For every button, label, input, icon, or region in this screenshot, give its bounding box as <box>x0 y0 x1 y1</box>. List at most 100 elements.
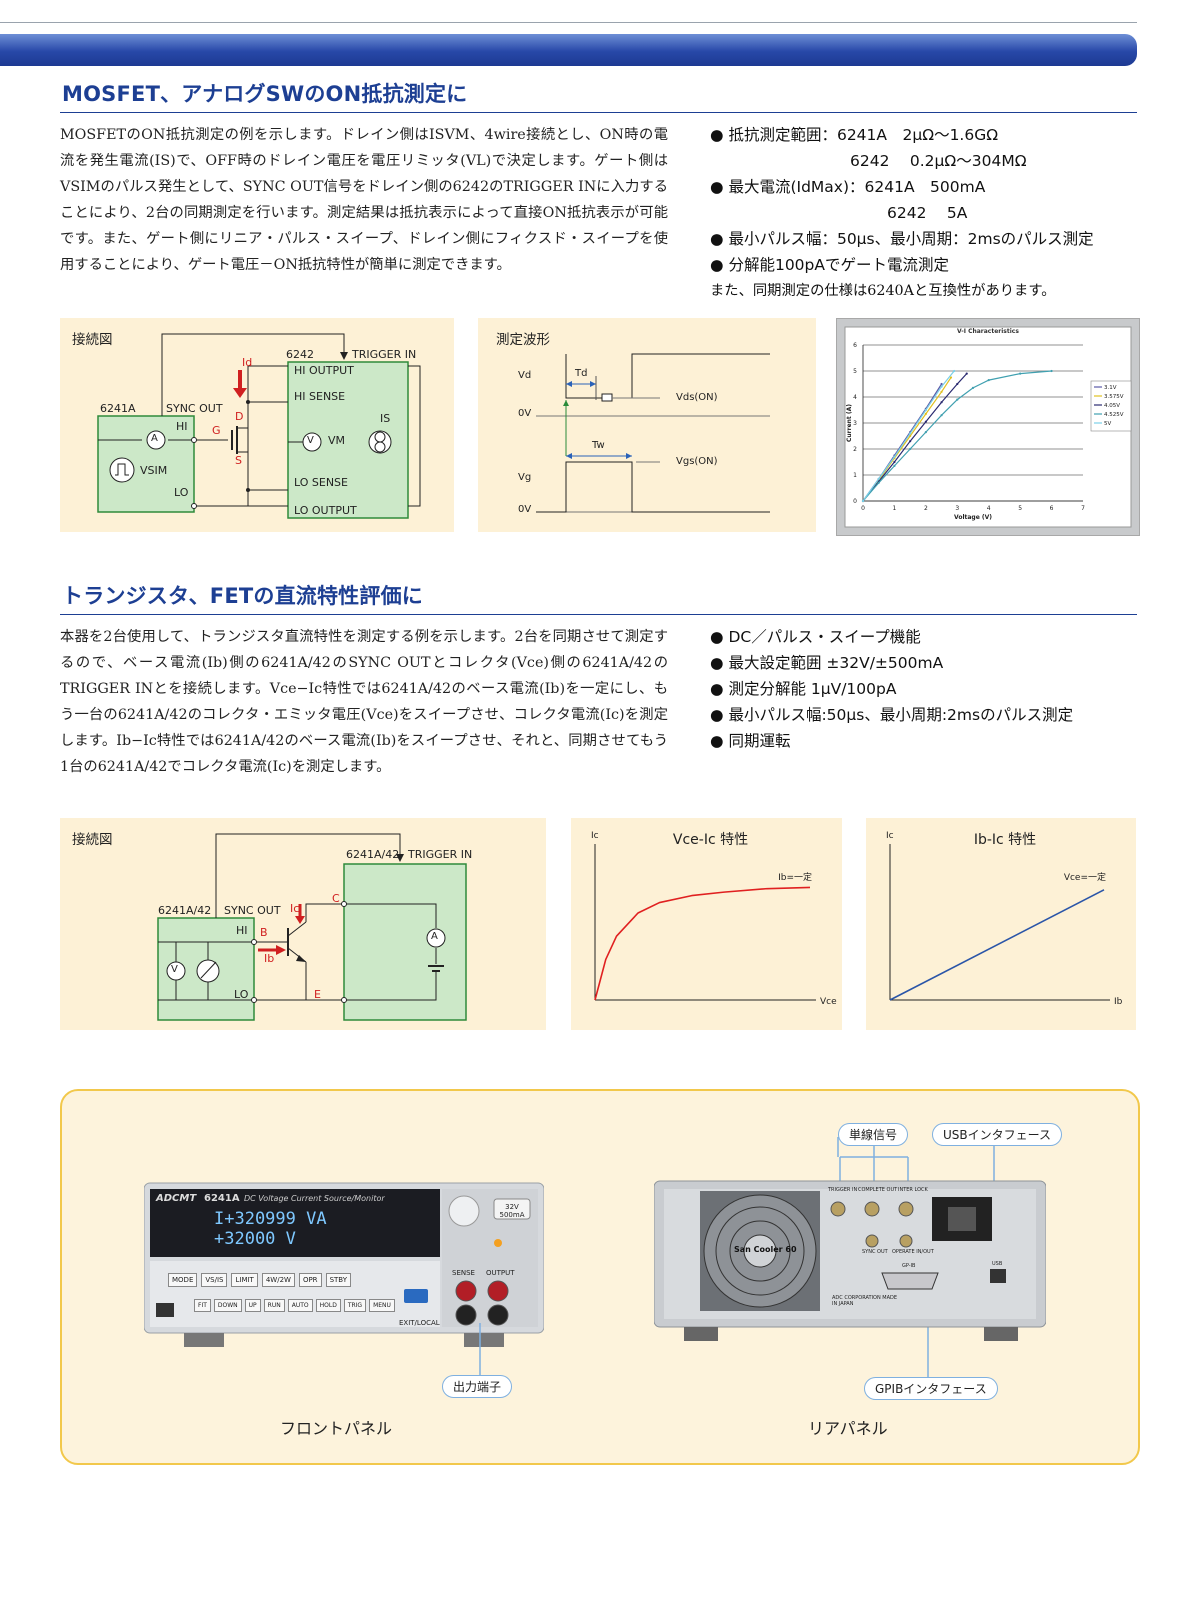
vd-label: Vd <box>518 370 532 381</box>
diagram-title: 接続図 <box>72 332 113 348</box>
sync-out-connector-icon <box>865 1234 879 1248</box>
rear-panel-caption: リアパネル <box>808 1419 888 1438</box>
fit-button[interactable]: FIT <box>194 1299 211 1312</box>
data-point <box>909 434 912 438</box>
front-panel-image: ADCMT 6241A DC Voltage Current Source/Mo… <box>143 1181 545 1347</box>
bullet-item: ● 最小パルス幅：50μs、最小周期：2msのパルス測定 <box>710 230 1094 248</box>
bullet-item: 6242 0.2μΩ〜304MΩ <box>850 152 1027 170</box>
limit-button[interactable]: LIMIT <box>231 1273 258 1287</box>
y-tick-label: 4 <box>853 394 857 401</box>
emitter-wire <box>305 962 344 1001</box>
series-line <box>889 889 1105 1001</box>
x-axis-label: Vce <box>820 997 837 1007</box>
lo-label: LO <box>174 486 189 499</box>
down-button[interactable]: DOWN <box>213 1299 242 1312</box>
voltmeter-label: V <box>171 964 178 975</box>
sense-lo-terminal-icon <box>455 1304 477 1326</box>
gpib-interface-tag: GPIBインタフェース <box>864 1377 998 1400</box>
gpib-label: GP-IB <box>902 1263 916 1269</box>
legend-entry: 3.575V <box>1104 394 1124 400</box>
vm-label: VM <box>328 434 346 447</box>
tw-label: Tw <box>592 440 605 451</box>
drain-label: D <box>235 410 244 423</box>
x-tick-label: 4 <box>987 505 991 512</box>
single-signal-tag: 単線信号 <box>838 1123 909 1146</box>
voltmeter-label: V <box>307 435 314 446</box>
data-point <box>909 447 912 451</box>
hi-label: HI <box>236 924 248 937</box>
collector-wire <box>305 903 344 922</box>
opr-button[interactable]: OPR <box>298 1273 322 1287</box>
hold-button[interactable]: HOLD <box>315 1299 341 1312</box>
chart-title: V-I Characteristics <box>957 328 1019 335</box>
data-point <box>924 408 927 412</box>
pulse-source-icon <box>109 457 135 483</box>
y-tick-label: 3 <box>853 420 857 427</box>
data-point <box>893 455 896 458</box>
stby-button[interactable]: STBY <box>325 1273 351 1287</box>
trig-button[interactable]: TRIG <box>343 1299 367 1312</box>
x-axis-label: Voltage (V) <box>954 514 992 521</box>
sync-out-label: SYNC OUT <box>166 402 223 415</box>
legend-entry: 5V <box>1104 421 1111 427</box>
vs-is-button[interactable]: VS/IS <box>201 1273 228 1287</box>
zero-label: 0V <box>518 408 532 419</box>
is-label: IS <box>380 412 391 425</box>
operate-label: OPERATE IN/OUT <box>892 1249 934 1255</box>
usb-label: USB <box>992 1261 1003 1267</box>
sync-wire <box>161 333 345 416</box>
ib-label: Ib <box>264 952 275 965</box>
x-tick-label: 2 <box>924 505 928 512</box>
button-row-2: FIT DOWN UP RUN AUTO HOLD TRIG MENU <box>194 1299 395 1312</box>
menu-button[interactable]: MENU <box>369 1299 395 1312</box>
connection-diagram-1: 接続図 6241A SYNC OUT 6242 TRIGGER IN HI LO… <box>60 318 454 532</box>
waveform-diagram: 測定波形 Vd 0V Vg 0V Td Tw Vds(ON) Vgs(ON) <box>478 318 816 532</box>
vd-waveform <box>565 353 770 399</box>
output-hi-terminal-icon <box>487 1280 509 1302</box>
vgs-label: Vgs(ON) <box>676 456 718 467</box>
fan-label: San Cooler 60 <box>734 1245 797 1254</box>
data-point <box>893 460 896 464</box>
data-point <box>1019 372 1022 375</box>
td-label: Td <box>575 368 588 379</box>
front-panel-svg <box>143 1182 545 1347</box>
y-axis-label: Ic <box>886 831 894 841</box>
data-point <box>861 499 865 503</box>
mode-button[interactable]: MODE <box>168 1273 198 1287</box>
up-button[interactable]: UP <box>244 1299 261 1312</box>
lo-sense-label: LO SENSE <box>294 476 348 489</box>
compat-note: また、同期測定の仕様は6240Aと互換性があります。 <box>710 283 1056 299</box>
trigger-arrow-icon <box>340 352 348 360</box>
data-point <box>940 414 943 417</box>
chart-title: Ib-Ic 特性 <box>974 832 1036 848</box>
output-terminal-tag: 出力端子 <box>442 1375 513 1398</box>
data-point <box>877 481 880 484</box>
pulse-symbol <box>115 463 129 476</box>
annotation: Ib=一定 <box>778 871 812 883</box>
bullet-item: 6242 5A <box>887 204 968 222</box>
display-line-2: +32000 V <box>214 1229 296 1249</box>
data-point <box>909 432 912 435</box>
wire <box>408 365 421 507</box>
ic-label: Ic <box>290 902 300 915</box>
range-badge <box>493 1198 531 1220</box>
series-line <box>594 886 811 1001</box>
sync-out-label: SYNC OUT <box>224 904 281 917</box>
subtitle-label: DC Voltage Current Source/Monitor <box>244 1194 385 1203</box>
auto-button[interactable]: AUTO <box>287 1299 313 1312</box>
run-button[interactable]: RUN <box>263 1299 285 1312</box>
exit-local-button <box>404 1289 428 1303</box>
sync-wire <box>215 833 401 918</box>
4w-2w-button[interactable]: 4W/2W <box>261 1273 295 1287</box>
usb-interface-tag: USBインタフェース <box>932 1123 1063 1146</box>
complete-out-label: COMPLETE OUT <box>858 1187 898 1193</box>
unit-label: 6241A/42 <box>158 904 212 917</box>
zero-label: 0V <box>518 504 532 515</box>
emitter-label: E <box>314 988 321 1001</box>
gate-label: G <box>212 424 221 437</box>
data-point <box>924 412 927 415</box>
panel-photos-box: ADCMT 6241A DC Voltage Current Source/Mo… <box>60 1089 1140 1465</box>
data-point <box>956 382 959 386</box>
